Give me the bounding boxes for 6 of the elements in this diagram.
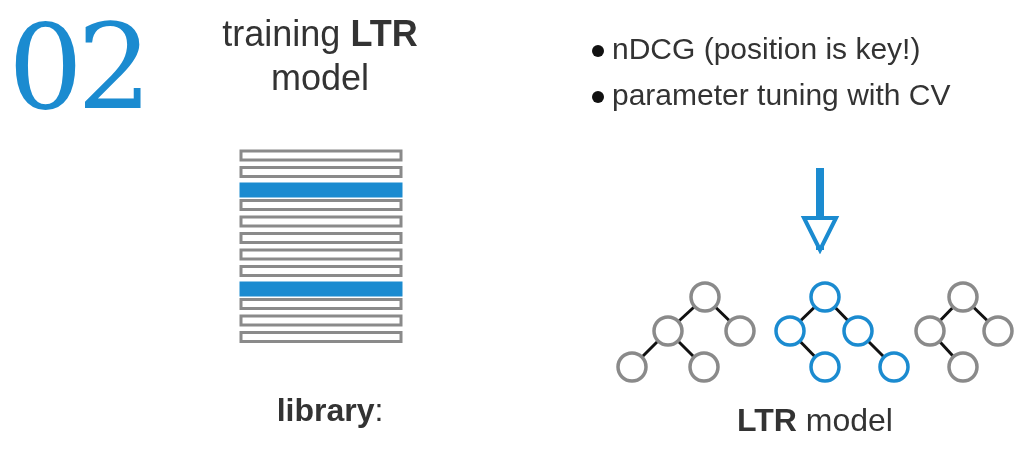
bullet-text: parameter tuning with CV <box>612 78 951 112</box>
model-label: LTR model <box>736 402 894 439</box>
bullet-text: nDCG (position is key!) <box>612 32 921 66</box>
slide-number: 02 <box>8 8 147 126</box>
caption: library: <box>275 392 385 429</box>
heading: training LTR model <box>221 12 419 100</box>
